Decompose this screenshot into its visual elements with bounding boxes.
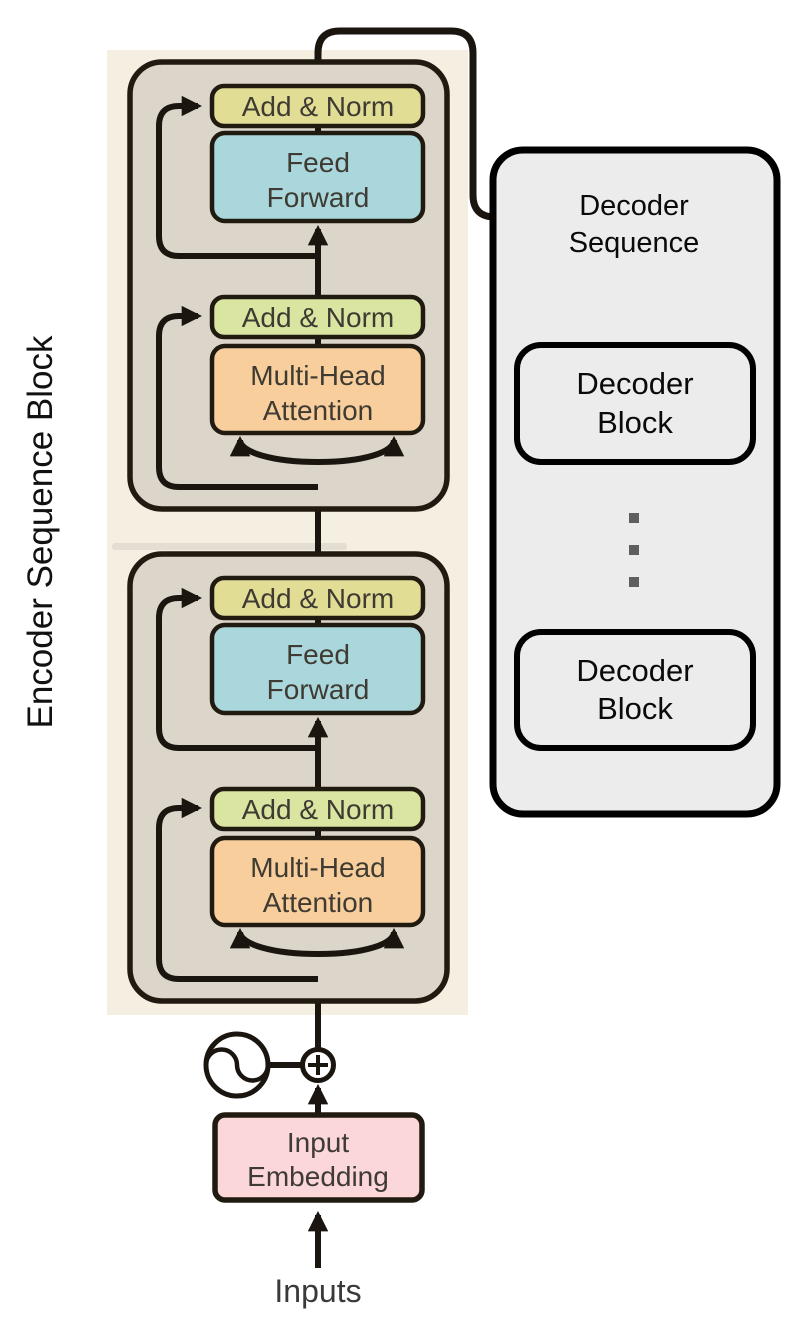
decoder-block-label-line2: Block — [597, 405, 673, 440]
add-norm-box-top: Add & Norm — [209, 575, 426, 621]
residual-connection-line — [156, 305, 318, 490]
feed-forward-box: Feed Forward — [209, 130, 426, 224]
attention-label-line2: Attention — [263, 887, 374, 918]
decoder-sequence-title-line1: Decoder — [579, 190, 689, 222]
attention-label-line2: Attention — [263, 395, 374, 426]
vertical-square-dots-icon — [629, 513, 639, 587]
residual-connection-line — [156, 797, 318, 982]
decoder-block-2: Decoder Block — [514, 629, 756, 751]
encoder-block-outline — [127, 59, 450, 512]
decoder-block-outline — [514, 629, 756, 751]
add-norm-label: Add & Norm — [242, 91, 395, 122]
qkv-fork-arrows — [229, 927, 405, 957]
artifact-smudge — [112, 543, 347, 550]
residual-connection-line — [156, 95, 318, 259]
add-norm-box-bottom: Add & Norm — [209, 786, 426, 832]
add-norm-label: Add & Norm — [242, 794, 395, 825]
feed-forward-label-line2: Forward — [267, 674, 370, 705]
feed-forward-box: Feed Forward — [209, 622, 426, 716]
add-norm-label: Add & Norm — [242, 302, 395, 333]
decoder-block-label-line1: Decoder — [576, 653, 693, 688]
decoder-sequence-title-line2: Sequence — [569, 227, 700, 259]
positional-encoding-icon — [203, 1031, 271, 1099]
decoder-block-label-line1: Decoder — [576, 366, 693, 401]
multi-head-attention-box: Multi-Head Attention — [209, 835, 426, 928]
input-embedding-label-line1: Input — [287, 1127, 349, 1158]
qkv-fork-arrows — [229, 435, 405, 465]
attention-label-line1: Multi-Head — [250, 360, 385, 391]
add-norm-box-top: Add & Norm — [209, 83, 426, 129]
inputs-label: Inputs — [274, 1273, 361, 1309]
feed-forward-label-line1: Feed — [286, 147, 350, 178]
attention-label-line1: Multi-Head — [250, 852, 385, 883]
encoder-block-outline — [127, 551, 450, 1004]
decoder-sequence-panel: Decoder Sequence Decoder Block Decoder B… — [489, 146, 781, 818]
feed-forward-label-line1: Feed — [286, 639, 350, 670]
plus-in-circle-icon — [300, 1047, 336, 1083]
input-embedding-box: Input Embedding — [212, 1112, 425, 1203]
input-embedding-label-line2: Embedding — [247, 1161, 389, 1192]
feed-forward-label-line2: Forward — [267, 182, 370, 213]
add-norm-box-bottom: Add & Norm — [209, 294, 426, 340]
encoder-block-2: Add & Norm Feed Forward Add & Norm Multi… — [127, 551, 450, 1004]
multi-head-attention-box: Multi-Head Attention — [209, 343, 426, 436]
add-norm-label: Add & Norm — [242, 583, 395, 614]
residual-connection-line — [156, 587, 318, 751]
encoder-block-1: Add & Norm Feed Forward Add & Norm Multi… — [127, 59, 450, 512]
encoder-sequence-block-label: Encoder Sequence Block — [21, 335, 60, 729]
decoder-block-1: Decoder Block — [514, 342, 756, 465]
decoder-block-outline — [514, 342, 756, 465]
encoder-decoder-connector-line — [314, 27, 496, 221]
decoder-block-label-line2: Block — [597, 691, 673, 726]
